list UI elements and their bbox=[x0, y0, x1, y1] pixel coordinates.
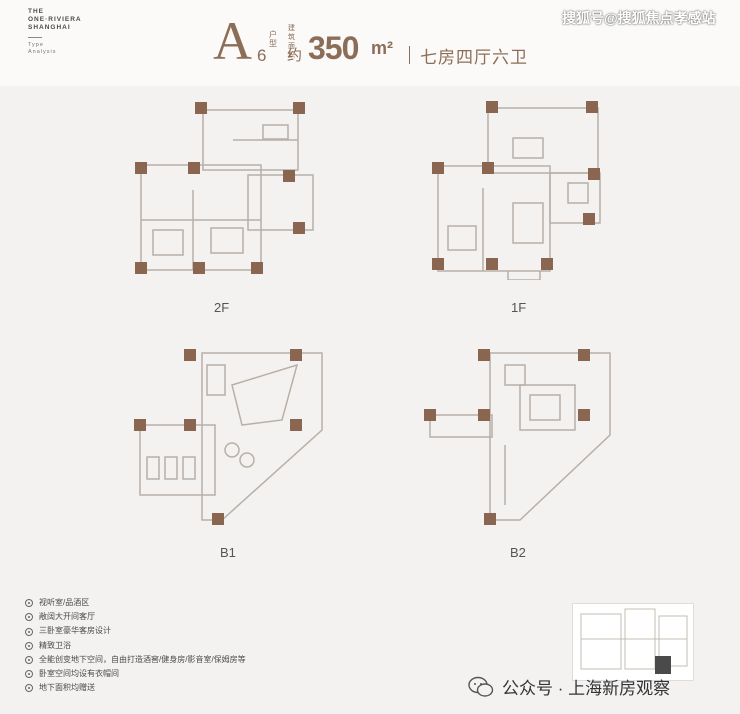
watermark: 搜狐号@搜狐焦点孝感站 bbox=[562, 10, 716, 26]
floor-label-2f: 2F bbox=[214, 300, 230, 315]
list-item: 三卧室豪华客房设计 bbox=[25, 624, 246, 638]
brand-sub: Analysis bbox=[28, 49, 57, 55]
list-item: 卧室空间均设有衣帽间 bbox=[25, 667, 246, 681]
list-item: 地下面积均赠送 bbox=[25, 681, 246, 695]
divider bbox=[409, 46, 410, 64]
feature-list: 视听室/品酒区 敞阔大开间客厅 三卧室豪华客房设计 精致卫浴 全能创变地下空间，… bbox=[25, 596, 246, 695]
list-item: 全能创变地下空间，自由打造酒窖/健身房/影音室/保姆房等 bbox=[25, 653, 246, 667]
key-plan-thumbnail bbox=[572, 603, 694, 681]
approx-label: 约 bbox=[287, 47, 303, 64]
brand-line: SHANGHAI bbox=[28, 24, 71, 31]
wechat-label: 公众号 · 上海新房观察 bbox=[502, 679, 671, 698]
floor-label-b1: B1 bbox=[220, 545, 236, 560]
type-letter: A bbox=[213, 11, 252, 71]
brand-sub: Type bbox=[28, 42, 44, 48]
brand-line: THE bbox=[28, 8, 44, 15]
floor-label-b2: B2 bbox=[510, 545, 526, 560]
floorplan-b2 bbox=[424, 349, 611, 525]
brand-line: ONE·RIVIERA bbox=[28, 16, 82, 23]
floor-label-1f: 1F bbox=[511, 300, 527, 315]
type-word: 户型 bbox=[269, 30, 277, 48]
floorplan-b1 bbox=[134, 349, 323, 525]
wechat-icon bbox=[468, 676, 494, 697]
wechat-caption: 公众号 · 上海新房观察 bbox=[468, 674, 670, 699]
type-number: 6 bbox=[257, 46, 267, 65]
brand-logo: THE ONE·RIVIERA SHANGHAI Type Analysis bbox=[28, 8, 82, 56]
floorplan-1f bbox=[432, 101, 601, 280]
area-unit: m² bbox=[371, 38, 393, 58]
header-band bbox=[0, 0, 740, 86]
list-item: 精致卫浴 bbox=[25, 639, 246, 653]
floorplan-2f bbox=[135, 102, 314, 274]
layout-text: 七房四厅六卫 bbox=[420, 48, 528, 67]
list-item: 敞阔大开间客厅 bbox=[25, 610, 246, 624]
area-label: 建筑面积 bbox=[288, 25, 295, 59]
list-item: 视听室/品酒区 bbox=[25, 596, 246, 610]
area-value: 350 bbox=[308, 30, 359, 66]
